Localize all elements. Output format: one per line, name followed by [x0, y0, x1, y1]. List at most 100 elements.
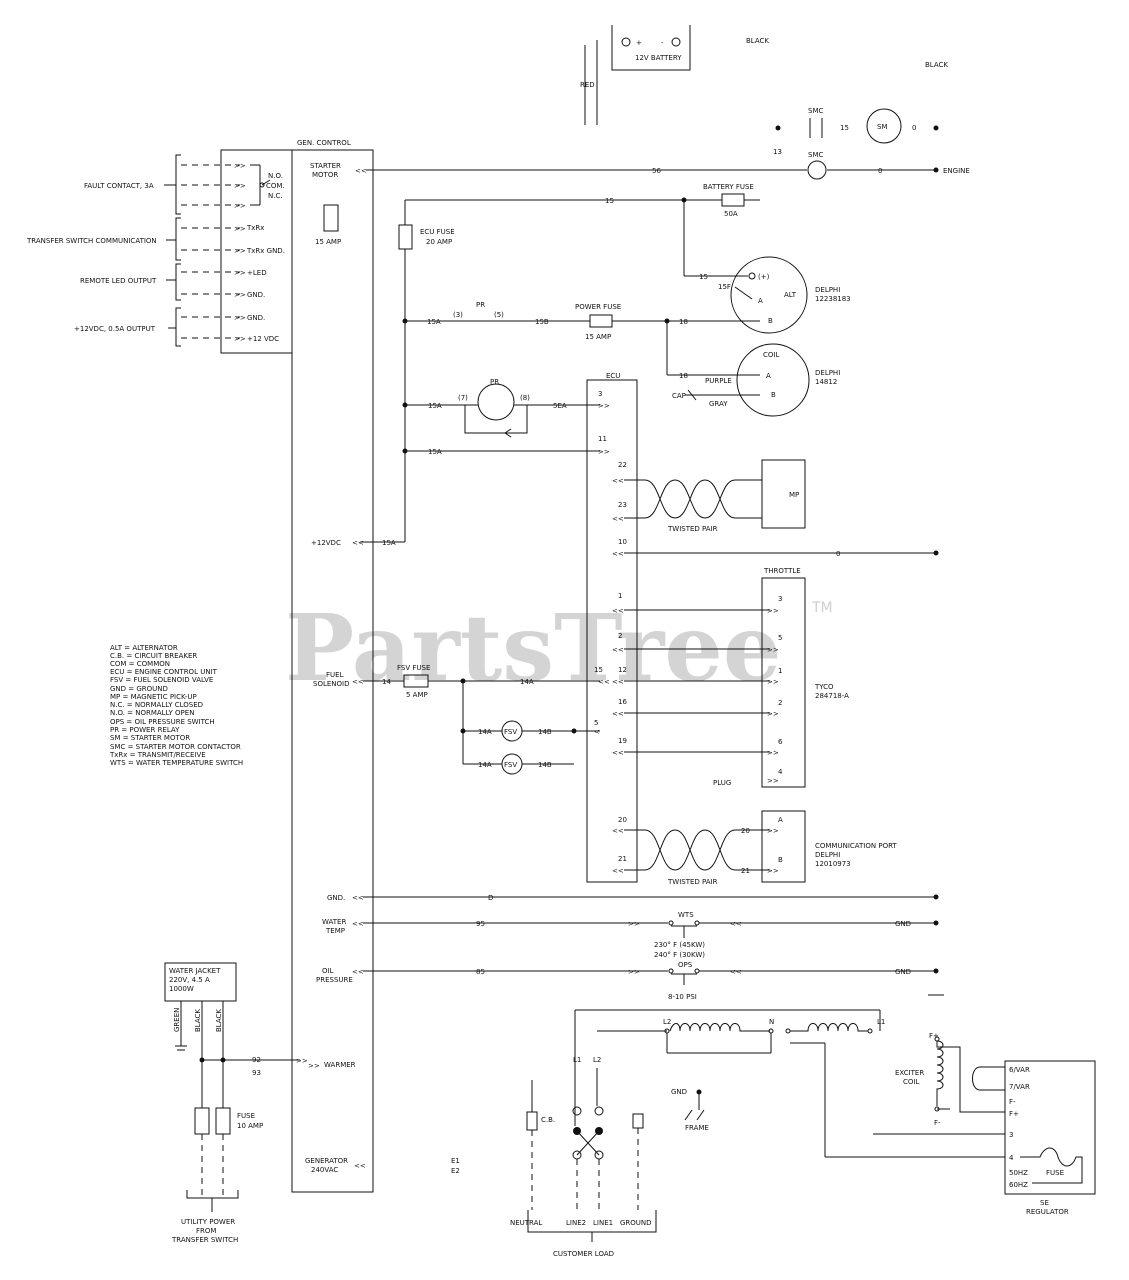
wire-14b-2: 14B [538, 761, 552, 769]
ecu-fuse-rating: 20 AMP [426, 238, 452, 246]
tb-txrx-gnd: TxRx GND. [246, 247, 285, 255]
tb-gnd-2: GND. [247, 314, 265, 322]
ecu-fuse-label: ECU FUSE [420, 228, 455, 236]
svg-text:<<: << [612, 710, 624, 718]
legend-item: PR = POWER RELAY [110, 726, 180, 734]
svg-text:<<: << [598, 678, 610, 686]
svg-text:<<: << [612, 867, 624, 875]
gen-l2: L2 [663, 1018, 671, 1026]
wire-56: << 56 0 ENGINE [355, 160, 970, 180]
reg-t-4: 4 [1009, 1154, 1014, 1162]
throttle-pin-4: 4 [778, 768, 783, 776]
svg-text:<<: << [612, 646, 624, 654]
svg-text:<<: << [612, 550, 624, 558]
svg-text:<<: << [612, 515, 624, 523]
svg-text:>>: >> [234, 314, 246, 322]
cb-label: C.B. [541, 1116, 555, 1124]
cust-line1: LINE1 [593, 1219, 613, 1227]
battery-minus: - [661, 39, 664, 47]
pr-label: PR [476, 301, 485, 309]
legend-item: MP = MAGNETIC PICK-UP [110, 693, 197, 701]
comm-line2: DELPHI [815, 851, 840, 859]
starter-motor-line2: MOTOR [312, 171, 338, 179]
coil-label: COIL [763, 351, 779, 359]
wire-15a-ecu: 15A >> [402, 448, 610, 456]
wire-14a-fsv1: 14A [478, 728, 492, 736]
throttle-part: 284718-A [815, 692, 849, 700]
alternator: (+) A B ALT 15F DELPHI 12238183 [718, 256, 851, 334]
comm-pin-b: B [778, 856, 783, 864]
svg-text:>>: >> [234, 225, 246, 233]
comm-wire-21: 21 [741, 867, 750, 875]
generator-line1: GENERATOR [305, 1157, 348, 1165]
alt-maker: DELPHI [815, 286, 840, 294]
pr-7: (7) [458, 394, 468, 402]
utility-fuse-label: FUSE [237, 1112, 255, 1120]
exciter-coil: F+ F- EXCITER COIL [895, 1032, 1005, 1127]
wj-green: GREEN [173, 1008, 181, 1032]
coil-cap: CAP [672, 392, 686, 400]
remote-led-label: REMOTE LED OUTPUT [80, 277, 157, 285]
cust-load: CUSTOMER LOAD [553, 1250, 614, 1258]
se-regulator: 6/VAR 7/VAR F- F+ 3 4 50HZ 60HZ FUSE SE … [1004, 1060, 1096, 1216]
wire-15a-1: 15A [427, 318, 441, 326]
pr-3: (3) [453, 311, 463, 319]
legend-item: ALT = ALTERNATOR [110, 644, 178, 652]
legend-item: GND = GROUND [110, 685, 168, 693]
exciter-f-minus: F- [934, 1119, 941, 1127]
mp-twisted-label: TWISTED PAIR [667, 525, 718, 533]
tb-no: N.O. [268, 172, 283, 180]
reg-t-50hz: 50HZ [1009, 1169, 1028, 1177]
svg-text:>>: >> [234, 269, 246, 277]
wire-92: 92 [252, 1056, 261, 1064]
utility-line3: TRANSFER SWITCH [171, 1236, 238, 1244]
svg-text:<<: << [612, 477, 624, 485]
smc-label-top: SMC [808, 107, 823, 115]
ecu-pin-16: 16 [618, 698, 627, 706]
svg-text:>>: >> [598, 448, 610, 456]
svg-text:>>: >> [767, 777, 779, 785]
fuel-solenoid-line1: FUEL [326, 671, 344, 679]
alt-pos: (+) [758, 273, 770, 281]
ecu-pin-3: 3 [598, 390, 602, 398]
battery-plus: + [636, 39, 642, 47]
circuit-breaker: L1 L2 C.B. NEUTRAL LINE2 LINE1 GROUND CU… [510, 1056, 657, 1258]
ops-label: OPS [678, 961, 693, 969]
e1-label: E1 [451, 1157, 460, 1165]
wts-temp-2: 240° F (30KW) [654, 951, 705, 959]
tb-txrx: TxRx [246, 224, 264, 232]
wire-85: 85 [476, 968, 485, 976]
svg-text:<<: << [730, 968, 742, 976]
wire-15a-2: 15A [428, 402, 442, 410]
tb-com: COM. [266, 182, 285, 190]
ecu-pin-22: 22 [618, 461, 627, 469]
power-relay: 15A (7) PR (8) 5EA >> [402, 378, 610, 438]
alt-part: 12238183 [815, 295, 851, 303]
wire-15b: 15B [535, 318, 549, 326]
throttle-title: THROTTLE [763, 567, 801, 575]
cust-neutral: NEUTRAL [510, 1219, 542, 1227]
svg-text:>>: >> [234, 247, 246, 255]
legend-item: SM = STARTER MOTOR [110, 734, 190, 742]
starter-motor: SMC 15 SM 0 13 SMC [773, 107, 939, 159]
wts-label: WTS [678, 911, 694, 919]
svg-text:<<: << [352, 968, 364, 976]
ecu-pin10-line: << 0 [612, 550, 939, 558]
svg-text:>>: >> [767, 867, 779, 875]
e2-label: E2 [451, 1167, 460, 1175]
gen-control: GEN. CONTROL STARTER MOTOR 15 AMP +12VDC… [291, 139, 374, 1193]
reg-t-6var: 6/VAR [1009, 1066, 1030, 1074]
gen-fuse-15amp: 15 AMP [315, 238, 341, 246]
legend-item: OPS = OIL PRESSURE SWITCH [110, 718, 215, 726]
coil-part: 14812 [815, 378, 837, 386]
frame-ground: GND FRAME [671, 1088, 709, 1132]
wire-d: D [488, 894, 493, 902]
reg-t-fplus: F+ [1009, 1110, 1019, 1118]
svg-text:<<: << [612, 607, 624, 615]
ops-psi: 8-10 PSI [668, 993, 697, 1001]
comm-wire-20: 20 [741, 827, 750, 835]
wire-95: 95 [476, 920, 485, 928]
wire-0-pin10: 0 [836, 550, 840, 558]
legend-item: WTS = WATER TEMPERATURE SWITCH [110, 759, 243, 767]
